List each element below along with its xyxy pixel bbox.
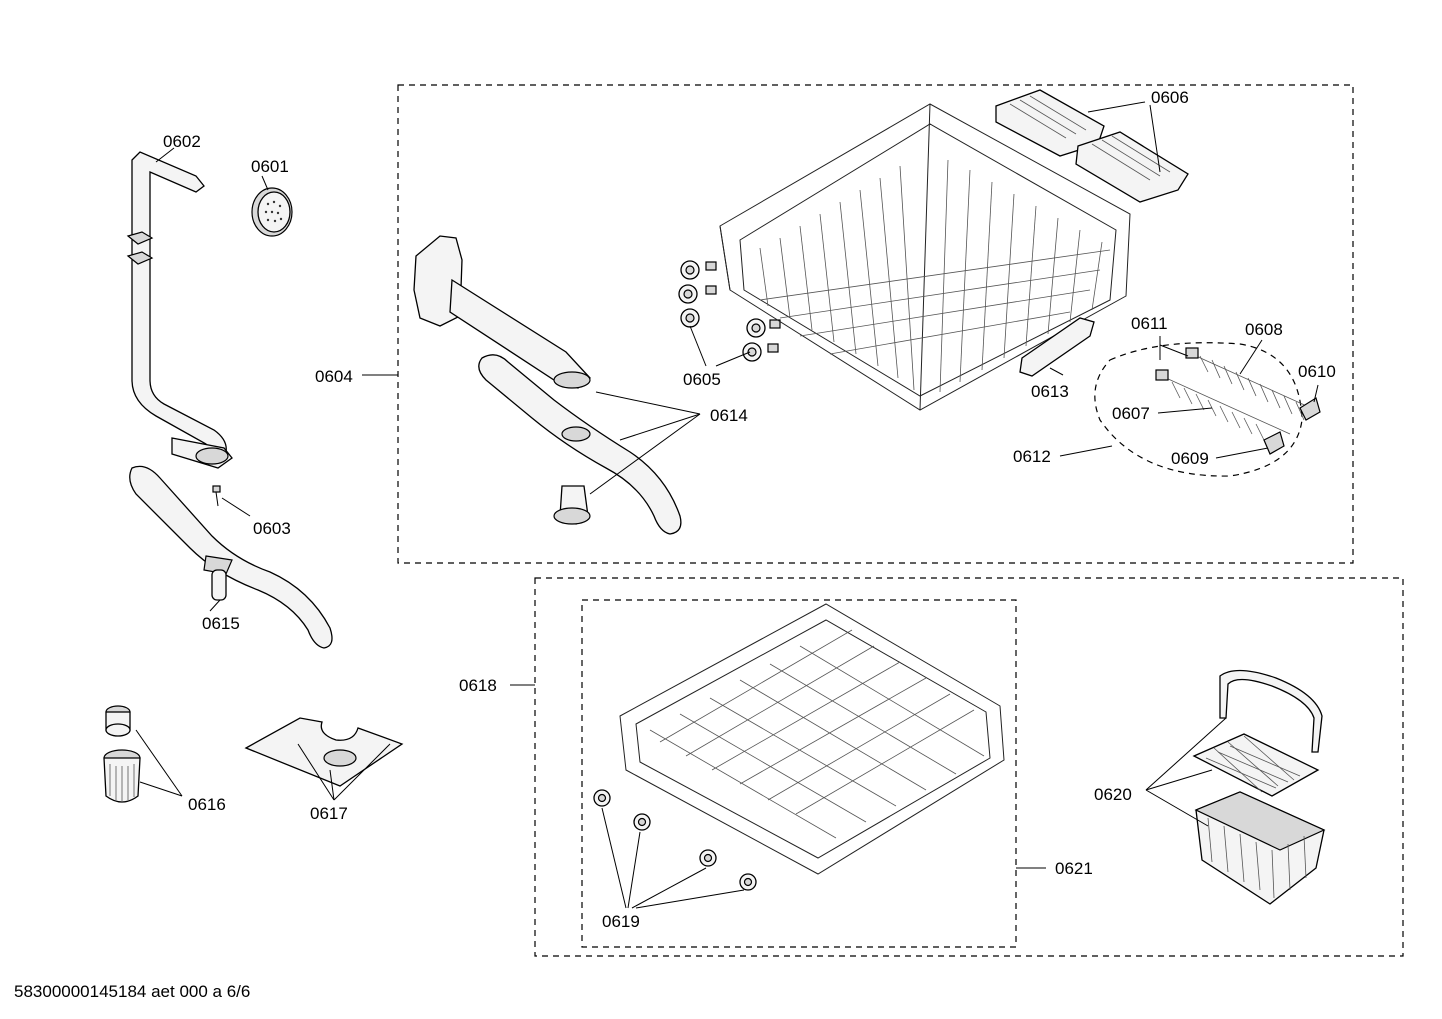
label-0614: 0614 xyxy=(710,406,748,425)
lower-basket-group-box xyxy=(581,599,1017,948)
leader-lines xyxy=(135,101,1319,909)
label-0610: 0610 xyxy=(1298,362,1336,381)
supply-pipe-part xyxy=(126,151,233,469)
cup-shelves-part xyxy=(995,89,1189,203)
upper-spray-pipe-part xyxy=(413,235,591,389)
label-0609: 0609 xyxy=(1171,449,1209,468)
filter-set-part xyxy=(103,705,141,803)
label-0621: 0621 xyxy=(1055,859,1093,878)
lower-rollers-part xyxy=(593,789,757,891)
label-0601: 0601 xyxy=(251,157,289,176)
document-id: 58300000145184 aet 000 a 6/6 xyxy=(14,982,250,1001)
label-0618: 0618 xyxy=(459,676,497,695)
lower-rack-group-box xyxy=(534,577,1404,957)
lower-basket-part xyxy=(619,603,1005,875)
label-0620: 0620 xyxy=(1094,785,1132,804)
label-0604: 0604 xyxy=(315,367,353,386)
upper-basket-part xyxy=(719,103,1131,411)
filter-cap-part xyxy=(251,187,293,237)
filter-plate-part xyxy=(244,717,404,787)
label-0602: 0602 xyxy=(163,132,201,151)
lower-spray-arm-part xyxy=(129,465,333,649)
label-0617: 0617 xyxy=(310,804,348,823)
label-0603: 0603 xyxy=(253,519,291,538)
folding-tines-part xyxy=(1094,342,1321,477)
label-0607: 0607 xyxy=(1112,404,1150,423)
label-0606: 0606 xyxy=(1151,88,1189,107)
label-0615: 0615 xyxy=(202,614,240,633)
label-0612: 0612 xyxy=(1013,447,1051,466)
label-0619: 0619 xyxy=(602,912,640,931)
rack-handle-part xyxy=(1019,317,1095,377)
upper-rack-group-box xyxy=(397,84,1354,564)
upper-spray-arm-part xyxy=(478,354,682,535)
rack-rollers-part xyxy=(678,260,781,362)
label-0605: 0605 xyxy=(683,370,721,389)
label-0608: 0608 xyxy=(1245,320,1283,339)
label-0616: 0616 xyxy=(188,795,226,814)
cutlery-basket-part xyxy=(1192,669,1326,905)
label-0613: 0613 xyxy=(1031,382,1069,401)
label-0611: 0611 xyxy=(1131,314,1168,333)
screw-part xyxy=(212,485,251,517)
